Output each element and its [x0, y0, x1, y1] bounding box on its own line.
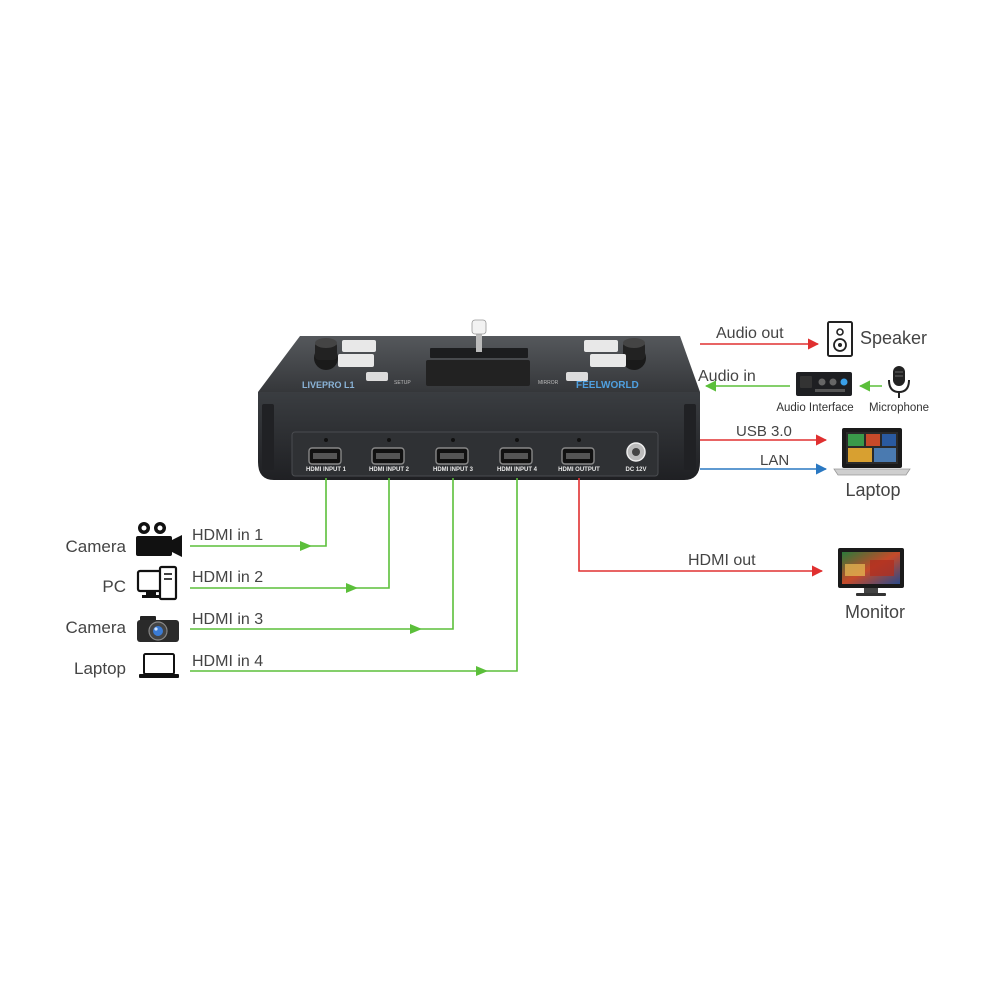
right-button-2[interactable]	[590, 354, 626, 367]
brand-label: FEELWORLD	[576, 380, 639, 391]
input-device-label-pc: PC	[102, 577, 126, 596]
right-button-1[interactable]	[584, 340, 618, 352]
lan-label: LAN	[760, 452, 789, 469]
monitor-icon	[838, 548, 904, 596]
audio-out-label: Audio out	[716, 325, 784, 342]
hdmi-in-4-line	[190, 478, 518, 672]
port-label: HDMI INPUT 2	[369, 467, 410, 473]
dc-12v-port[interactable]: DC 12V	[625, 442, 647, 473]
hdmi-in-3-line	[190, 478, 454, 630]
port-label: HDMI INPUT 3	[433, 467, 474, 473]
port-label: HDMI INPUT 1	[306, 467, 347, 473]
t-bar-fader[interactable]	[471, 319, 487, 352]
laptop-icon	[139, 653, 179, 678]
hdmi-in-1-label: HDMI in 1	[192, 527, 263, 544]
preview-screen	[426, 360, 530, 386]
hdmi-input-2-port[interactable]: HDMI INPUT 2	[369, 438, 410, 473]
port-label: HDMI OUTPUT	[558, 467, 600, 473]
port-strip	[291, 431, 659, 477]
photo-camera-icon	[137, 616, 179, 642]
audio-interface-icon	[796, 372, 852, 396]
fade-button[interactable]	[566, 372, 588, 381]
hdmi-out-line	[578, 478, 824, 577]
input-device-label-camera-1: Camera	[66, 537, 127, 556]
right-knob[interactable]	[622, 338, 646, 370]
monitor-label: Monitor	[845, 602, 905, 622]
hdmi-output-port[interactable]: HDMI OUTPUT	[558, 438, 600, 473]
arrowhead	[476, 666, 488, 676]
arrowhead	[410, 624, 422, 634]
port-label: DC 12V	[625, 467, 646, 473]
speaker-label: Speaker	[860, 328, 927, 348]
hdmi-in-2-label: HDMI in 2	[192, 569, 263, 586]
hdmi-input-4-port[interactable]: HDMI INPUT 4	[497, 438, 538, 473]
laptop-output-icon	[833, 428, 911, 476]
input-connectors	[190, 478, 518, 672]
hdmi-in-1-line	[190, 478, 327, 547]
input-device-label-laptop: Laptop	[74, 659, 126, 678]
hdmi-out-label: HDMI out	[688, 552, 756, 569]
hdmi-in-4-label: HDMI in 4	[192, 653, 263, 670]
hdmi-in-3-label: HDMI in 3	[192, 611, 263, 628]
video-switcher-device: LIVEPRO L1 FEELWORLD SETUP MIRROR HDMI I…	[258, 319, 700, 480]
left-knob[interactable]	[314, 338, 338, 370]
speaker-icon	[827, 321, 853, 357]
left-button-2[interactable]	[338, 354, 374, 367]
setup-label: SETUP	[394, 380, 411, 386]
usb-label: USB 3.0	[736, 423, 792, 440]
port-label: HDMI INPUT 4	[497, 467, 538, 473]
video-camera-icon	[136, 522, 182, 557]
audio-interface-label: Audio Interface	[776, 402, 853, 414]
left-button-1[interactable]	[342, 340, 376, 352]
hdmi-input-1-port[interactable]: HDMI INPUT 1	[306, 438, 347, 473]
arrowhead	[300, 541, 312, 551]
model-label: LIVEPRO L1	[302, 380, 355, 390]
arrowhead	[346, 583, 358, 593]
audio-in-label: Audio in	[698, 368, 756, 385]
input-arrowheads	[300, 541, 488, 676]
hdmi-input-3-port[interactable]: HDMI INPUT 3	[433, 438, 474, 473]
hdmi-in-2-line	[190, 478, 390, 589]
input-device-label-camera-2: Camera	[66, 618, 127, 637]
setup-button[interactable]	[366, 372, 388, 381]
desktop-pc-icon	[136, 565, 178, 601]
laptop-output-label: Laptop	[845, 480, 900, 500]
microphone-label: Microphone	[869, 402, 929, 414]
microphone-icon	[888, 366, 910, 398]
fade-label: MIRROR	[538, 380, 559, 386]
